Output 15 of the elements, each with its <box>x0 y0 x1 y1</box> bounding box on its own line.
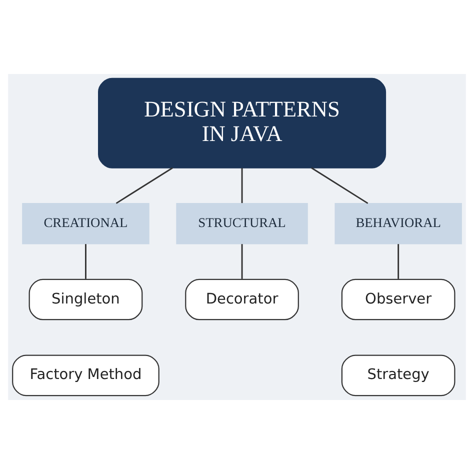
connector <box>311 167 368 204</box>
node-box: Singleton <box>28 278 143 320</box>
connector <box>398 244 400 279</box>
node-box: Observer <box>341 278 456 320</box>
connector <box>241 168 243 204</box>
connector <box>241 244 243 279</box>
node-box: STRUCTURAL <box>176 202 308 244</box>
node-box: Factory Method <box>12 354 160 396</box>
node-box: Strategy <box>341 354 456 396</box>
node-box: CREATIONAL <box>22 202 150 244</box>
node-box: DESIGN PATTERNS IN JAVA <box>98 78 386 168</box>
node-box: BEHAVIORAL <box>334 202 462 244</box>
node-box: Decorator <box>185 278 299 320</box>
connector <box>116 167 173 204</box>
connector <box>85 244 86 279</box>
